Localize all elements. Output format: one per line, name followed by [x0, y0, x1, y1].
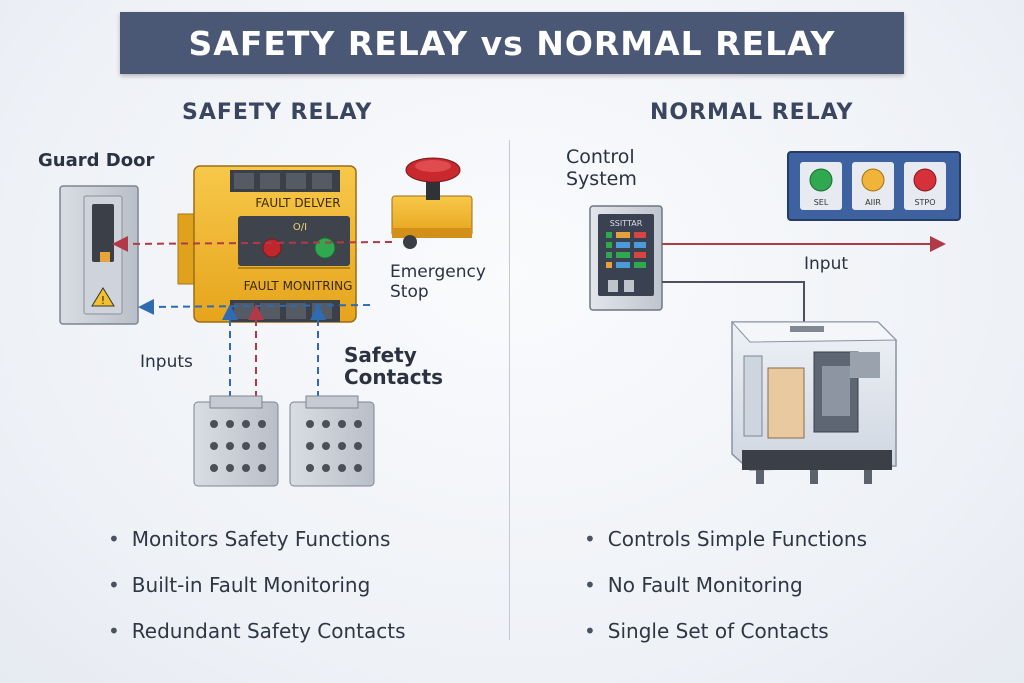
title-banner: SAFETY RELAY vs NORMAL RELAY: [120, 12, 904, 74]
control-system-label: Control System: [566, 146, 637, 190]
guard-door: !: [59, 185, 139, 325]
panel-button-3-label: STPO: [914, 198, 935, 207]
section-divider: [509, 140, 510, 640]
safety-feature-1: Monitors Safety Functions: [108, 524, 406, 570]
safety-contactor-1: [193, 395, 279, 487]
safety-contactor-2: [289, 395, 375, 487]
relay-wire: [662, 281, 805, 322]
emergency-stop-button: [391, 157, 473, 249]
normal-feature-3: Single Set of Contacts: [584, 616, 867, 662]
normal-relay-unit: [730, 321, 898, 484]
normal-feature-2: No Fault Monitoring: [584, 570, 867, 616]
inputs-label: Inputs: [140, 352, 193, 372]
normal-feature-1: Controls Simple Functions: [584, 524, 867, 570]
panel-button-2-label: AIIR: [865, 198, 881, 207]
safety-relay-heading: SAFETY RELAY: [182, 100, 373, 125]
page-title: SAFETY RELAY vs NORMAL RELAY: [188, 23, 836, 63]
relay-switch-text: O/I: [293, 222, 307, 233]
control-system-module: [589, 205, 663, 311]
safety-feature-list: Monitors Safety Functions Built-in Fault…: [108, 524, 406, 662]
emergency-stop-label: Emergency Stop: [390, 262, 486, 302]
input-label: Input: [804, 254, 849, 274]
safety-relay-unit: [177, 165, 357, 323]
normal-relay-heading: NORMAL RELAY: [650, 100, 854, 125]
relay-top-text: FAULT DELVER: [255, 196, 340, 210]
safety-feature-3: Redundant Safety Contacts: [108, 616, 406, 662]
safety-feature-2: Built-in Fault Monitoring: [108, 570, 406, 616]
emergency-stop-signal-arrow: [112, 235, 393, 252]
relay-bottom-text: FAULT MONITRING: [244, 279, 353, 293]
panel-button-1-label: SEL: [814, 198, 829, 207]
controller-screen-text: SSITTAR: [610, 219, 643, 228]
safety-contacts-label: Safety Contacts: [344, 343, 444, 389]
svg-text:!: !: [101, 294, 105, 307]
guard-door-label: Guard Door: [38, 150, 155, 171]
normal-relay-diagram: SSITTAR SEL AIIR STPO: [589, 151, 961, 484]
control-panel: [787, 151, 961, 221]
safety-relay-diagram: ! FAULT DELVER FAULT MONITRING O/I: [59, 157, 473, 487]
normal-feature-list: Controls Simple Functions No Fault Monit…: [584, 524, 867, 662]
